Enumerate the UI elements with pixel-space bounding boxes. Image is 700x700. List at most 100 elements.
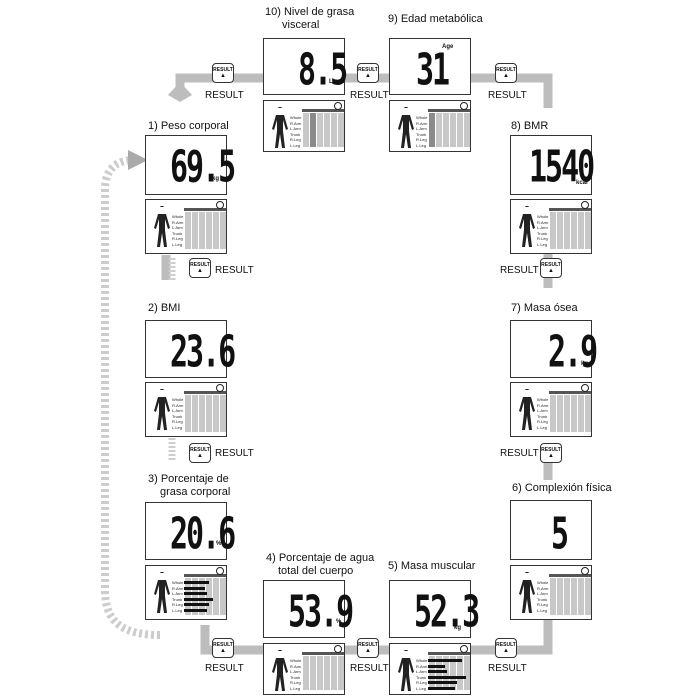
panel-row-label: R.Leg xyxy=(537,236,548,241)
panel-grid-column xyxy=(212,395,219,432)
panel-row-label: Trunk xyxy=(172,596,183,602)
panel-row-label: Trunk xyxy=(172,230,183,236)
result-text: RESULT xyxy=(350,90,389,101)
result-key-label: RESULT xyxy=(358,67,378,73)
step9-value: 31 xyxy=(416,45,450,96)
panel-row-label: L.Leg xyxy=(416,142,427,148)
panel-row-label: Trunk xyxy=(290,674,301,680)
result-button-icon: RESULT▲ xyxy=(540,258,562,278)
arrow-up-icon: ▲ xyxy=(197,268,203,274)
panel-grid-column xyxy=(309,656,316,690)
panel-bar xyxy=(428,664,445,668)
panel-header-strip xyxy=(302,109,344,112)
panel-row-label: L.Leg xyxy=(537,424,548,430)
panel-grid-column xyxy=(449,656,456,690)
panel-grid-column xyxy=(316,656,323,690)
panel-bar xyxy=(184,592,208,595)
panel-grid-column xyxy=(584,578,591,615)
arrow-up-icon: ▲ xyxy=(503,648,509,654)
scale-icon xyxy=(334,102,342,110)
result-key-label: RESULT xyxy=(190,262,210,268)
panel-grid-column xyxy=(191,395,198,432)
step8-value: 1540 xyxy=(529,142,595,193)
arrow-up-icon: ▲ xyxy=(197,453,203,459)
step9-tag: Age xyxy=(442,44,454,50)
panel-bar xyxy=(184,581,210,584)
panel-bar xyxy=(428,670,447,673)
panel-header-strip xyxy=(184,208,226,211)
panel-grid-column xyxy=(302,113,309,147)
body-silhouette-icon xyxy=(519,389,535,430)
result-button-icon: RESULT▲ xyxy=(212,63,234,83)
step7-value: 2.9 xyxy=(548,327,598,378)
panel-grid-column xyxy=(449,113,456,147)
result-button-icon: RESULT▲ xyxy=(212,638,234,658)
step10-value: 8.5 xyxy=(298,45,348,96)
panel-grid-column xyxy=(442,113,449,147)
panel-row-label: L.Arm xyxy=(537,591,548,596)
arrow-up-icon: ▲ xyxy=(365,73,371,79)
panel-row-label: Whole xyxy=(290,658,302,663)
result-text: RESULT xyxy=(488,663,527,674)
panel-row-label: L.Arm xyxy=(290,126,301,131)
panel-grid-column xyxy=(584,395,591,432)
result-text: RESULT xyxy=(350,663,389,674)
panel-grid-column xyxy=(212,578,219,615)
panel-grid-column xyxy=(570,212,577,249)
result-key-label: RESULT xyxy=(541,262,561,268)
arrow-up-icon: ▲ xyxy=(220,648,226,654)
return-arrow xyxy=(101,156,161,639)
panel-grid-column xyxy=(184,395,191,432)
panel-bar xyxy=(184,603,210,606)
result-key-label: RESULT xyxy=(358,642,378,648)
panel-grid-column xyxy=(219,578,226,615)
panel-grid-column xyxy=(463,113,470,147)
panel-grid-column xyxy=(577,578,584,615)
panel-grid-column xyxy=(577,212,584,249)
result-text: RESULT xyxy=(205,90,244,101)
panel-grid-column xyxy=(456,113,463,147)
panel-row-label: R.Leg xyxy=(172,602,183,607)
scale-icon xyxy=(334,645,342,653)
result-text: RESULT xyxy=(205,663,244,674)
panel-row-label: R.Leg xyxy=(172,236,183,241)
scale-icon xyxy=(581,201,589,209)
panel-grid-column xyxy=(337,656,344,690)
body-silhouette-icon xyxy=(519,206,535,247)
step1-value: 69.5 xyxy=(170,142,236,193)
panel-row-label: L.Leg xyxy=(416,685,427,691)
result-text: RESULT xyxy=(500,448,539,459)
body-silhouette-icon xyxy=(519,572,535,613)
step3-title-1: 3) Porcentaje de xyxy=(148,473,229,485)
result-button-icon: RESULT▲ xyxy=(540,443,562,463)
panel-grid-column xyxy=(435,113,442,147)
step9-title: 9) Edad metabólica xyxy=(388,13,483,25)
step5-title: 5) Masa muscular xyxy=(388,560,476,572)
panel-row-label: R.Arm xyxy=(290,120,302,126)
panel-row-label: R.Arm xyxy=(172,585,184,591)
return-arrow-head xyxy=(128,150,148,170)
panel-grid-column xyxy=(549,578,556,615)
step2-value: 23.6 xyxy=(170,327,236,378)
panel-grid-column xyxy=(549,212,556,249)
arrow-up-icon: ▲ xyxy=(548,268,554,274)
panel-header-strip xyxy=(549,391,591,394)
panel-row-label: R.Arm xyxy=(537,585,549,591)
panel-row-label: R.Leg xyxy=(172,419,183,424)
panel-grid-column xyxy=(330,656,337,690)
panel-grid-column xyxy=(191,212,198,249)
panel-row-label: L.Leg xyxy=(537,241,548,247)
panel-row-label: Trunk xyxy=(537,230,548,236)
panel-grid-column xyxy=(191,578,198,615)
panel-grid-column xyxy=(556,212,563,249)
panel-row-label: L.Leg xyxy=(290,685,301,691)
panel-row-label: Whole xyxy=(172,580,184,585)
panel-grid-column xyxy=(584,212,591,249)
arrow-up-icon: ▲ xyxy=(365,648,371,654)
scale-icon xyxy=(581,567,589,575)
result-text: RESULT xyxy=(215,448,254,459)
